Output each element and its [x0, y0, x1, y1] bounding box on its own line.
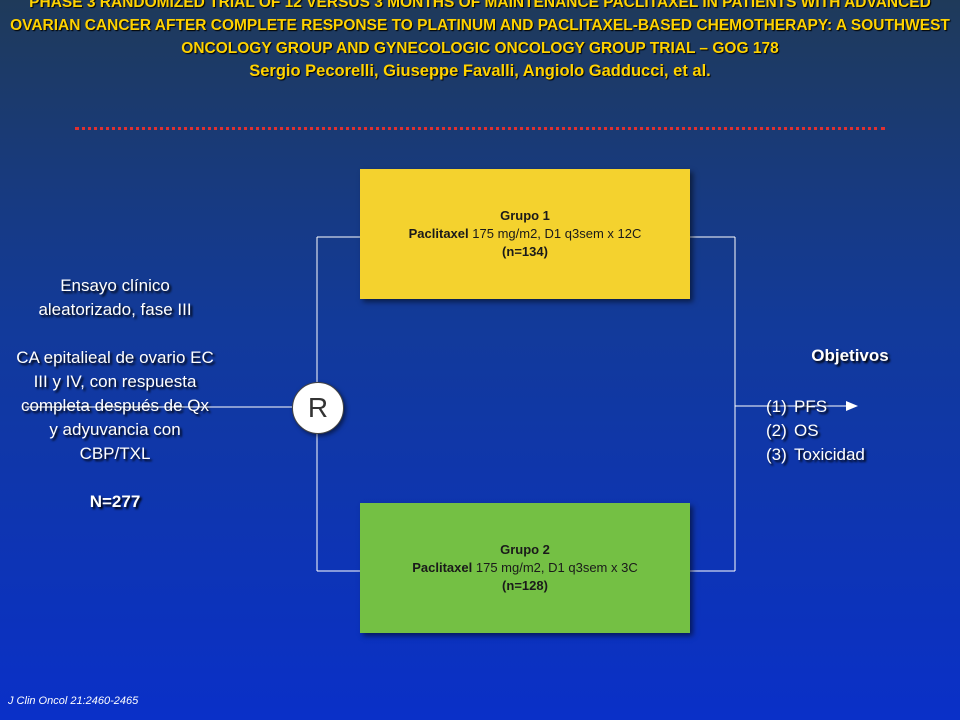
authors: Sergio Pecorelli, Giuseppe Favalli, Angi…: [249, 62, 711, 80]
slide-title: PHASE 3 RANDOMIZED TRIAL OF 12 VERSUS 3 …: [10, 0, 950, 83]
group2-n: (n=128): [502, 578, 548, 593]
objectives-title: Objetivos: [811, 346, 889, 365]
objectives-list: (1)PFS (2)OS (3)Toxicidad: [766, 395, 865, 467]
group2-treatment: Paclitaxel 175 mg/m2, D1 q3sem x 3C: [412, 560, 638, 575]
group2-name: Grupo 2: [500, 542, 550, 557]
population: CA epitalieal de ovario EC III y IV, con…: [16, 348, 214, 463]
dotted-divider: [75, 127, 885, 130]
group1-box: Grupo 1 Paclitaxel 175 mg/m2, D1 q3sem x…: [360, 169, 690, 299]
study-description: Ensayo clínico aleatorizado, fase III CA…: [15, 274, 215, 514]
objective-item: (1)PFS: [766, 397, 828, 416]
arrow-head: [846, 401, 858, 411]
group1-name: Grupo 1: [500, 208, 550, 223]
randomization-node: R: [292, 382, 344, 434]
group2-box: Grupo 2 Paclitaxel 175 mg/m2, D1 q3sem x…: [360, 503, 690, 633]
objective-item: (2)OS: [766, 421, 819, 440]
title-text: PHASE 3 RANDOMIZED TRIAL OF 12 VERSUS 3 …: [10, 0, 950, 57]
objective-item: (3)Toxicidad: [766, 445, 865, 464]
group1-n: (n=134): [502, 244, 548, 259]
citation: J Clin Oncol 21:2460-2465: [8, 695, 139, 707]
study-type: Ensayo clínico aleatorizado, fase III: [38, 276, 192, 319]
group1-treatment: Paclitaxel 175 mg/m2, D1 q3sem x 12C: [408, 226, 642, 241]
sample-size: N=277: [89, 492, 141, 511]
